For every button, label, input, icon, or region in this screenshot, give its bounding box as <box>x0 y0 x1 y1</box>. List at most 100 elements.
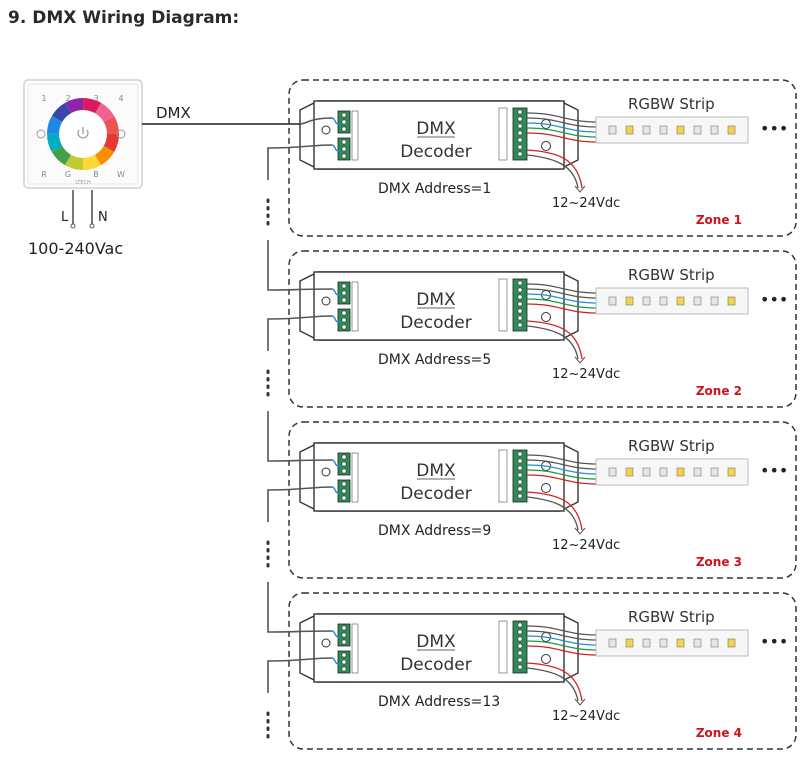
led-chip <box>608 638 617 648</box>
strip-continuation: ••• <box>760 290 788 309</box>
dmx-wall-controller: 1 2 3 4 R G B W LTECH <box>23 79 143 189</box>
led-chip <box>625 296 634 306</box>
led-chip <box>727 296 736 306</box>
mains-wires <box>70 190 95 229</box>
power-wire-negative <box>526 325 579 360</box>
strip-output-wire <box>526 474 599 485</box>
strip-output-wire <box>526 464 599 475</box>
live-label: L <box>61 210 69 225</box>
zone-border <box>288 421 797 579</box>
strip-output-wire <box>526 630 599 641</box>
strip-output-wire <box>526 117 599 128</box>
strip-continuation: ••• <box>760 461 788 480</box>
led-chip <box>710 296 719 306</box>
led-chip <box>693 125 702 135</box>
strip-continuation: ••• <box>760 119 788 138</box>
power-input-label: 100-240Vac <box>28 239 123 258</box>
decoder-title-line1: DMX <box>416 290 456 310</box>
dmx-output-wire <box>331 657 341 665</box>
dmx-input-wire <box>331 630 341 638</box>
strip-output-wire <box>526 303 599 314</box>
decoder-title-line1: DMX <box>416 119 456 139</box>
brightness-icon <box>36 129 46 139</box>
channel-key-g: G <box>65 170 71 179</box>
led-chip <box>693 467 702 477</box>
channel-key-r: R <box>41 170 47 179</box>
dc-power-label: 12~24Vdc <box>552 538 620 553</box>
strip-label: RGBW Strip <box>628 266 715 284</box>
strip-output-wire <box>526 645 599 656</box>
rgbw-strip: ••• <box>595 458 788 486</box>
led-chip <box>659 638 668 648</box>
led-chip <box>727 125 736 135</box>
dmx-output-wire <box>331 486 341 494</box>
power-wire-positive <box>526 320 583 360</box>
zone-border <box>288 592 797 750</box>
dmx-decoder: DMX Decoder <box>299 613 579 683</box>
strip-label: RGBW Strip <box>628 95 715 113</box>
dmx-output-wire <box>331 315 341 323</box>
zone-key-4: 4 <box>118 94 123 103</box>
power-icon <box>77 127 89 139</box>
dmx-signal-label: DMX <box>156 104 191 122</box>
led-chip <box>608 296 617 306</box>
power-wire-end <box>574 698 586 706</box>
strip-output-wire <box>526 293 599 304</box>
dc-power-label: 12~24Vdc <box>552 196 620 211</box>
zone-label: Zone 2 <box>696 384 742 398</box>
page-heading: 9. DMX Wiring Diagram: <box>8 8 240 28</box>
led-chip <box>710 125 719 135</box>
strip-continuation: ••• <box>760 632 788 651</box>
led-chip <box>642 638 651 648</box>
dmx-input-wire <box>331 459 341 467</box>
zone-label: Zone 3 <box>696 555 742 569</box>
rgbw-strip: ••• <box>595 287 788 315</box>
power-wire-positive <box>526 491 583 531</box>
decoder-title-line2: Decoder <box>400 484 472 504</box>
power-wire-negative <box>526 154 579 189</box>
zone-key-1: 1 <box>41 94 46 103</box>
brand-logo: LTECH <box>75 180 91 186</box>
decoder-title-line2: Decoder <box>400 313 472 333</box>
decoder-title-line2: Decoder <box>400 655 472 675</box>
strip-output-wire <box>526 298 599 309</box>
led-chip <box>710 638 719 648</box>
dmx-address-label: DMX Address=9 <box>378 523 491 539</box>
led-chip <box>608 125 617 135</box>
led-chip <box>676 467 685 477</box>
strip-output-wire <box>526 469 599 480</box>
led-chip <box>659 125 668 135</box>
dmx-input-wire <box>331 288 341 296</box>
led-chip <box>625 467 634 477</box>
speed-icon <box>116 129 126 139</box>
dc-power-label: 12~24Vdc <box>552 367 620 382</box>
led-chip <box>710 467 719 477</box>
decoder-title-line1: DMX <box>416 632 456 652</box>
strip-output-wire <box>526 459 599 470</box>
led-chip <box>625 638 634 648</box>
neutral-label: N <box>98 210 108 225</box>
power-wire-end <box>574 185 586 193</box>
strip-label: RGBW Strip <box>628 437 715 455</box>
led-chip <box>659 296 668 306</box>
strip-output-wire <box>526 454 599 465</box>
led-chip <box>642 296 651 306</box>
zone-label: Zone 4 <box>696 726 742 740</box>
strip-output-wire <box>526 127 599 138</box>
led-chip <box>608 467 617 477</box>
zone-key-3: 3 <box>93 94 98 103</box>
zone-key-2: 2 <box>65 94 70 103</box>
dmx-input-wire <box>331 117 341 125</box>
power-wire-end <box>574 527 586 535</box>
strip-output-wire <box>526 288 599 299</box>
strip-output-wire <box>526 132 599 143</box>
channel-key-w: W <box>117 170 125 179</box>
strip-output-wire <box>526 283 599 294</box>
power-wire-positive <box>526 662 583 702</box>
power-wire-negative <box>526 667 579 702</box>
led-chip <box>676 638 685 648</box>
